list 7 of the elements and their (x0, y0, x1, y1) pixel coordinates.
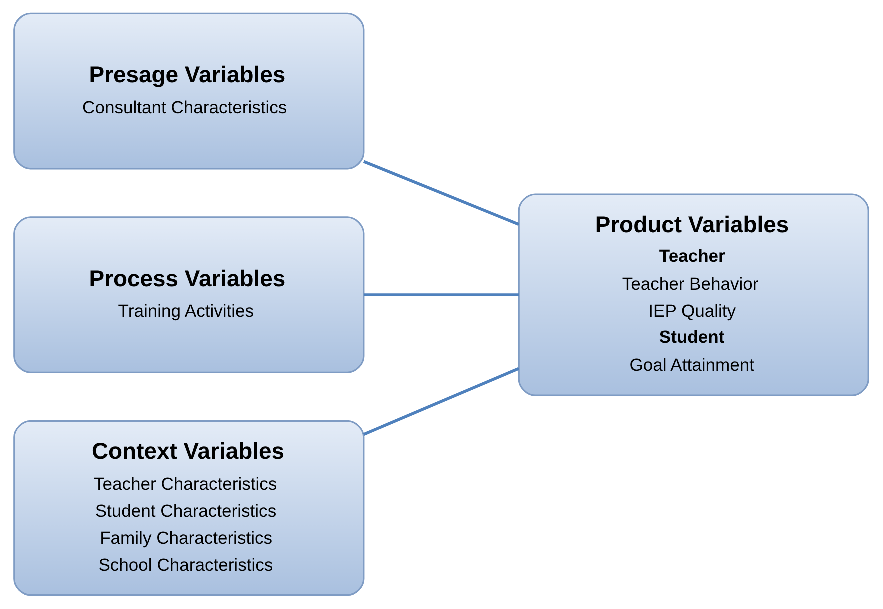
connector (363, 367, 520, 436)
node-box: Presage Variables Consultant Characteristics (14, 12, 365, 170)
connector (363, 160, 520, 226)
node-box: Context Variables Teacher Characteristics Student Characteristics Family Characteristics School Characteristics (14, 420, 365, 596)
connector (364, 294, 520, 297)
node-box: Process Variables Training Activities (14, 216, 365, 374)
node-box: Product Variables Teacher Teacher Behavior IEP Quality Student Goal Attainment (518, 194, 870, 396)
